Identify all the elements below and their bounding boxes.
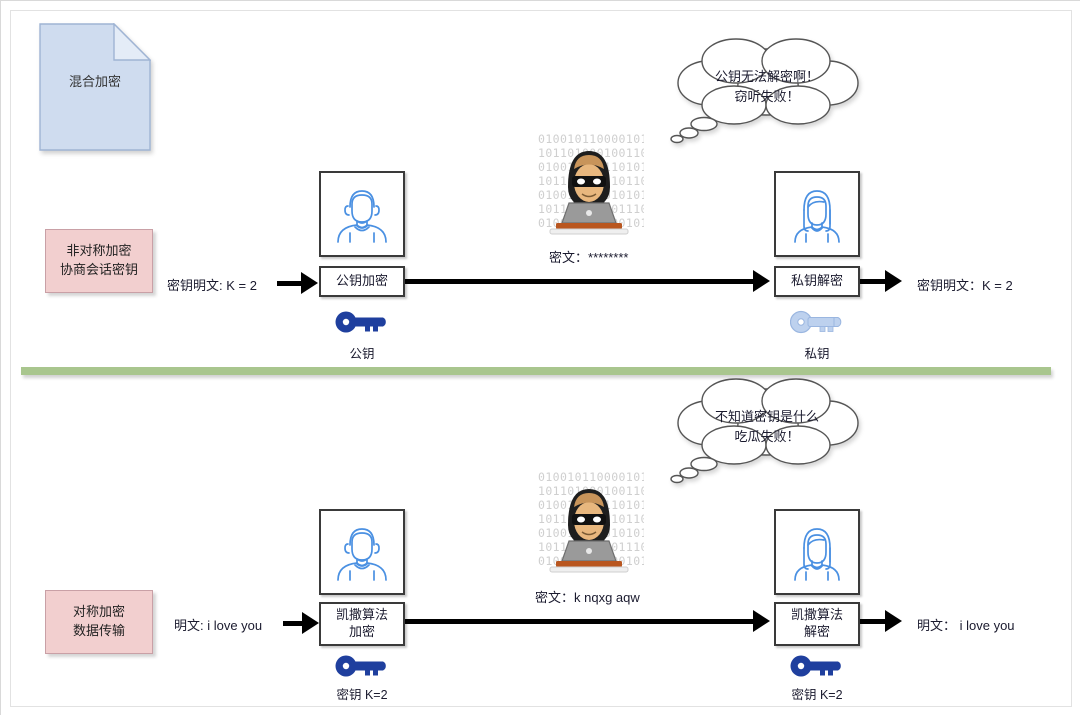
attacker-thought-bubble-1: 公钥无法解密啊！ 窃听失败！ — [656, 35, 878, 145]
public-key-icon — [335, 309, 391, 335]
arrow-out-2-head — [885, 610, 902, 632]
arrow-in-2-line — [283, 621, 305, 626]
label-symmetric: 对称加密 数据传输 — [45, 590, 153, 654]
transmission-line-1 — [404, 279, 760, 284]
encrypt-box-public-key[interactable]: 公钥加密 — [319, 266, 405, 297]
label-symmetric-line1: 对称加密 — [72, 604, 125, 620]
sender-avatar-1 — [319, 171, 405, 257]
note-shape: 混合加密 — [39, 23, 151, 151]
private-key-icon — [790, 309, 846, 335]
ciphertext-2: 密文：k nqxg aqw — [535, 587, 640, 606]
note-label: 混合加密 — [68, 74, 121, 89]
decrypt-box-private-key[interactable]: 私钥解密 — [774, 266, 860, 297]
private-key-label: 私钥 — [804, 347, 830, 361]
label-asymmetric-line1: 非对称加密 — [66, 243, 132, 259]
bubble-1-line1: 公钥无法解密啊！ — [714, 69, 819, 84]
attacker-thought-bubble-2: 不知道密钥是什么 吃瓜失败！ — [656, 375, 878, 485]
transmission-arrow-1-head — [753, 270, 770, 292]
ciphertext-2-value: k nqxg aqw — [574, 590, 640, 605]
receiver-avatar-1 — [774, 171, 860, 257]
public-key-label: 公钥 — [349, 347, 375, 361]
decrypt-box-private-key-label: 私钥解密 — [790, 273, 843, 289]
asymmetric-output-text: 密钥明文：K = 2 — [917, 278, 1013, 293]
encrypt-box-caesar-line2: 加密 — [348, 624, 375, 639]
asymmetric-input-text: 密钥明文: K = 2 — [167, 278, 257, 293]
encrypt-box-caesar[interactable]: 凯撒算法 加密 — [319, 602, 405, 646]
receiver-avatar-2 — [774, 509, 860, 595]
encrypt-box-public-key-label: 公钥加密 — [335, 273, 388, 289]
svg-text:010010110000101: 010010110000101 — [538, 470, 644, 484]
shared-key-icon-receiver — [790, 653, 846, 679]
transmission-arrow-2-head — [753, 610, 770, 632]
arrow-in-1-head — [301, 272, 318, 294]
female-avatar-icon — [794, 190, 840, 243]
section-divider — [21, 367, 1051, 375]
decrypt-box-caesar-line2: 解密 — [803, 624, 830, 639]
label-asymmetric: 非对称加密 协商会话密钥 — [45, 229, 153, 293]
decrypt-box-caesar-line1: 凯撒算法 — [790, 607, 843, 623]
attacker-1: 010010110000101 101101000100110 01001101… — [534, 131, 644, 236]
ciphertext-2-label: 密文： — [535, 590, 575, 605]
bubble-2-line1: 不知道密钥是什么 — [714, 409, 819, 424]
male-avatar-icon — [337, 190, 387, 243]
arrow-out-2-line — [859, 619, 889, 624]
arrow-out-1-head — [885, 270, 902, 292]
shared-key-icon-sender — [335, 653, 391, 679]
sender-avatar-2 — [319, 509, 405, 595]
label-symmetric-line2: 数据传输 — [72, 623, 125, 638]
shared-key-label-sender: 密钥 K=2 — [336, 688, 388, 702]
bubble-1-line2: 窃听失败！ — [734, 88, 800, 104]
symmetric-input-text: 明文: i love you — [174, 618, 263, 633]
female-avatar-icon — [794, 528, 840, 581]
male-avatar-icon — [337, 528, 387, 581]
ciphertext-1: 密文：******** — [549, 247, 629, 266]
encrypt-box-caesar-line1: 凯撒算法 — [335, 607, 388, 623]
symmetric-output-text: 明文： i love you — [917, 618, 1015, 633]
bubble-2-line2: 吃瓜失败！ — [734, 428, 800, 444]
decrypt-box-caesar[interactable]: 凯撒算法 解密 — [774, 602, 860, 646]
label-asymmetric-line2: 协商会话密钥 — [59, 262, 138, 277]
shared-key-label-receiver: 密钥 K=2 — [791, 688, 843, 702]
hacker-icon: 010010110000101 101101000100110 01001101… — [538, 470, 644, 573]
attacker-2: 010010110000101 101101000100110 01001101… — [534, 469, 644, 574]
ciphertext-1-value: ******** — [588, 250, 629, 265]
arrow-in-2-head — [302, 612, 319, 634]
arrow-in-1-line — [277, 281, 303, 286]
hacker-icon: 010010110000101 101101000100110 01001101… — [538, 132, 644, 235]
svg-text:010010110000101: 010010110000101 — [538, 132, 644, 146]
ciphertext-1-label: 密文： — [549, 250, 589, 265]
transmission-line-2 — [404, 619, 760, 624]
arrow-out-1-line — [859, 279, 889, 284]
